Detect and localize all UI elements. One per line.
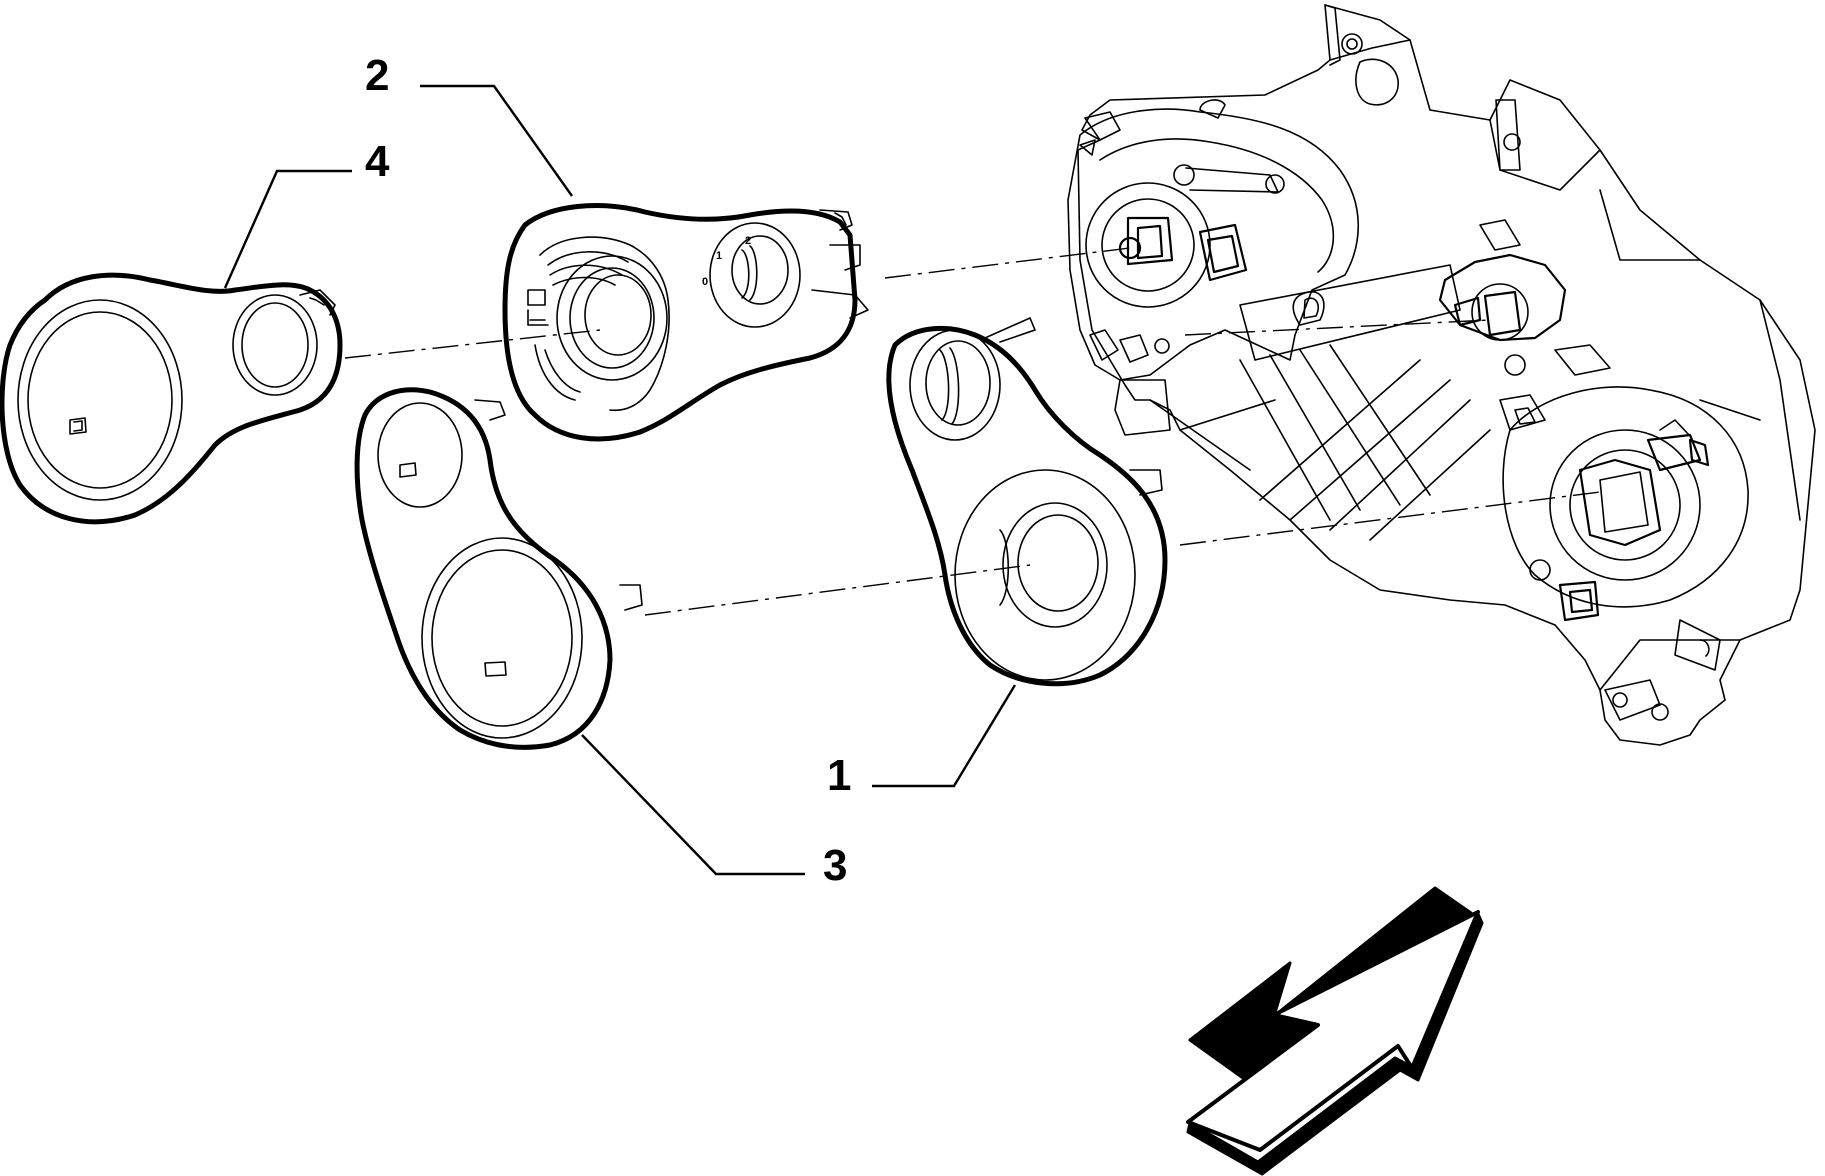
callout-1: 1: [827, 751, 851, 800]
leader-line-4: [223, 169, 352, 289]
part-4-knob-bezel: [0, 272, 343, 525]
leader-line-3: [581, 734, 805, 876]
callout-2: 2: [365, 51, 389, 100]
part-1-knob-bezel: [886, 317, 1168, 687]
callout-3: 3: [823, 841, 847, 890]
dial-mark-0: 0: [702, 276, 708, 288]
leader-line-1: [872, 684, 1017, 788]
callout-4: 4: [365, 137, 390, 186]
part-3-knob-bezel: [354, 387, 643, 750]
leader-lines: [223, 84, 1017, 876]
control-housing: [1067, 4, 1816, 746]
assembly-axis-lines: [344, 247, 1601, 616]
part-2-control-panel: 0 1 2: [502, 203, 869, 442]
dial-mark-2: 2: [745, 235, 751, 247]
view-direction-arrow-icon: [1186, 886, 1484, 1176]
leader-line-2: [420, 84, 573, 197]
dial-mark-1: 1: [716, 250, 722, 262]
